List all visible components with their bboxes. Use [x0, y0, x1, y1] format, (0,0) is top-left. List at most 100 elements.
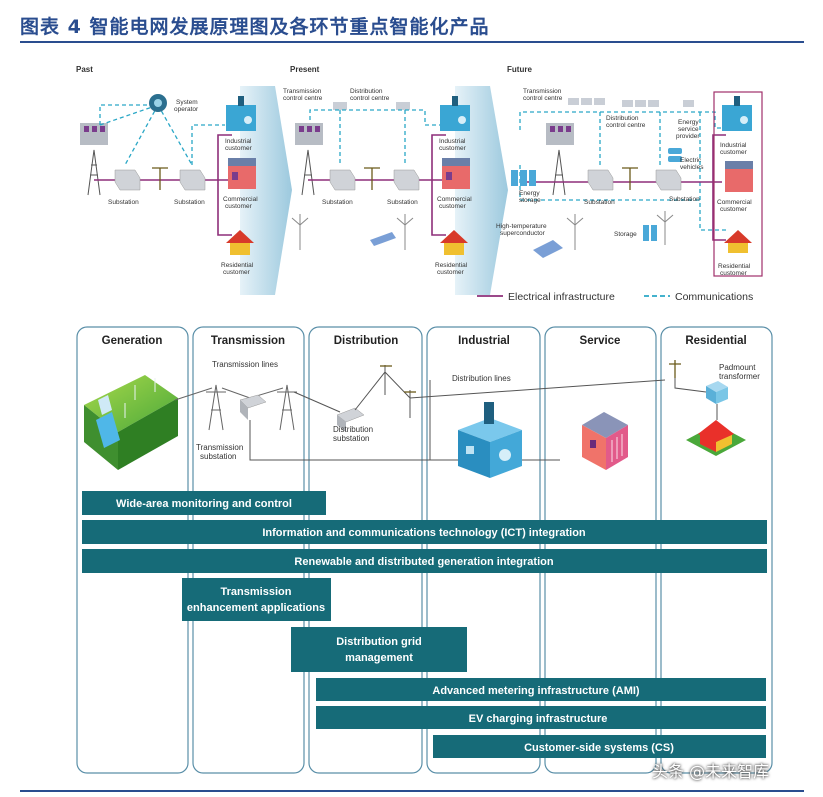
legend-communications: Communications	[675, 291, 753, 303]
wind-turbine-icon	[291, 214, 309, 250]
legend: Electrical infrastructure Communications	[477, 291, 753, 303]
column-title-generation: Generation	[102, 335, 163, 347]
svg-text:Wide-area monitoring and contr: Wide-area monitoring and control	[116, 498, 292, 510]
bar-ev-charging	[316, 706, 766, 729]
svg-text:Substation: Substation	[387, 199, 418, 206]
svg-text:Advanced metering infrastructu: Advanced metering infrastructure (AMI)	[432, 685, 640, 697]
residential-house-icon	[226, 230, 254, 255]
era-past: Past	[76, 65, 93, 74]
chevron-present	[455, 86, 508, 295]
residential-house-icon	[686, 420, 746, 456]
power-plant-icon	[80, 123, 108, 145]
substation-icon	[114, 169, 141, 191]
substation-icon	[393, 169, 420, 191]
industrial-factory-icon	[458, 402, 522, 478]
svg-text:Substation: Substation	[322, 199, 353, 206]
column-title-service: Service	[580, 335, 621, 347]
distribution-substation-icon	[336, 407, 365, 432]
substation-icon	[587, 169, 614, 191]
bottom-divider	[20, 790, 804, 792]
era-future: Future	[507, 65, 532, 74]
bar-ami	[316, 678, 766, 701]
transmission-substation-icon	[239, 394, 267, 420]
commercial-building-icon	[228, 158, 256, 189]
control-centre-icon	[333, 102, 410, 110]
title-divider	[20, 41, 804, 43]
capability-bars: Wide-area monitoring and control Informa…	[82, 491, 767, 758]
industrial-building-icon	[440, 96, 470, 131]
bar-distribution-grid-management	[291, 627, 467, 672]
svg-text:Substation: Substation	[584, 199, 615, 206]
svg-text:Storage: Storage	[614, 231, 637, 238]
industrial-building-icon	[722, 96, 752, 131]
substation-icon	[179, 169, 206, 191]
service-building-icon	[582, 412, 628, 470]
commercial-building-icon	[442, 158, 470, 189]
column-title-transmission: Transmission	[211, 335, 285, 347]
transmission-lines-label: Transmission lines	[212, 360, 278, 369]
wind-turbine-icon	[566, 214, 584, 250]
value-chain-panel: Generation Transmission Distribution Ind…	[76, 326, 773, 774]
legend-electrical: Electrical infrastructure	[508, 291, 615, 303]
column-title-industrial: Industrial	[458, 335, 510, 347]
electric-vehicle-icon	[668, 148, 682, 162]
page-title: 图表 4 智能电网发展原理图及各环节重点智能化产品	[20, 16, 490, 38]
power-plant-icon	[546, 123, 574, 145]
system-operator-icon	[149, 94, 167, 112]
wind-turbine-icon	[656, 211, 674, 245]
utility-pole-icon	[380, 360, 681, 393]
wind-icon	[364, 167, 380, 190]
padmount-transformer-icon	[706, 381, 728, 404]
substation-icon	[655, 169, 682, 191]
svg-text:Substation: Substation	[174, 199, 205, 206]
storage-icon	[643, 225, 657, 241]
bar-transmission-enhancement	[182, 578, 331, 621]
solar-panel-icon	[370, 232, 396, 246]
svg-text:Customer-side systems (CS): Customer-side systems (CS)	[524, 742, 674, 754]
superconductor-icon	[533, 240, 563, 258]
distribution-lines-label: Distribution lines	[452, 374, 511, 383]
residential-house-icon	[440, 230, 468, 255]
substation-icon	[329, 169, 356, 191]
wind-icon	[152, 167, 168, 190]
svg-text:EV charging infrastructure: EV charging infrastructure	[469, 713, 608, 725]
future-customers-box	[713, 91, 763, 277]
era-present: Present	[290, 65, 320, 74]
column-title-residential: Residential	[685, 335, 746, 347]
wind-icon	[622, 167, 638, 190]
commercial-building-icon	[725, 161, 753, 192]
power-plant-icon	[295, 123, 323, 145]
bar-customer-side	[433, 735, 766, 758]
svg-text:Information and communications: Information and communications technolog…	[262, 527, 586, 539]
control-centre-icon	[568, 98, 694, 107]
tower-icon	[552, 149, 566, 196]
wind-turbine-icon	[396, 214, 414, 250]
residential-house-icon	[724, 230, 752, 253]
svg-text:Renewable and distributed gene: Renewable and distributed generation int…	[294, 556, 553, 568]
